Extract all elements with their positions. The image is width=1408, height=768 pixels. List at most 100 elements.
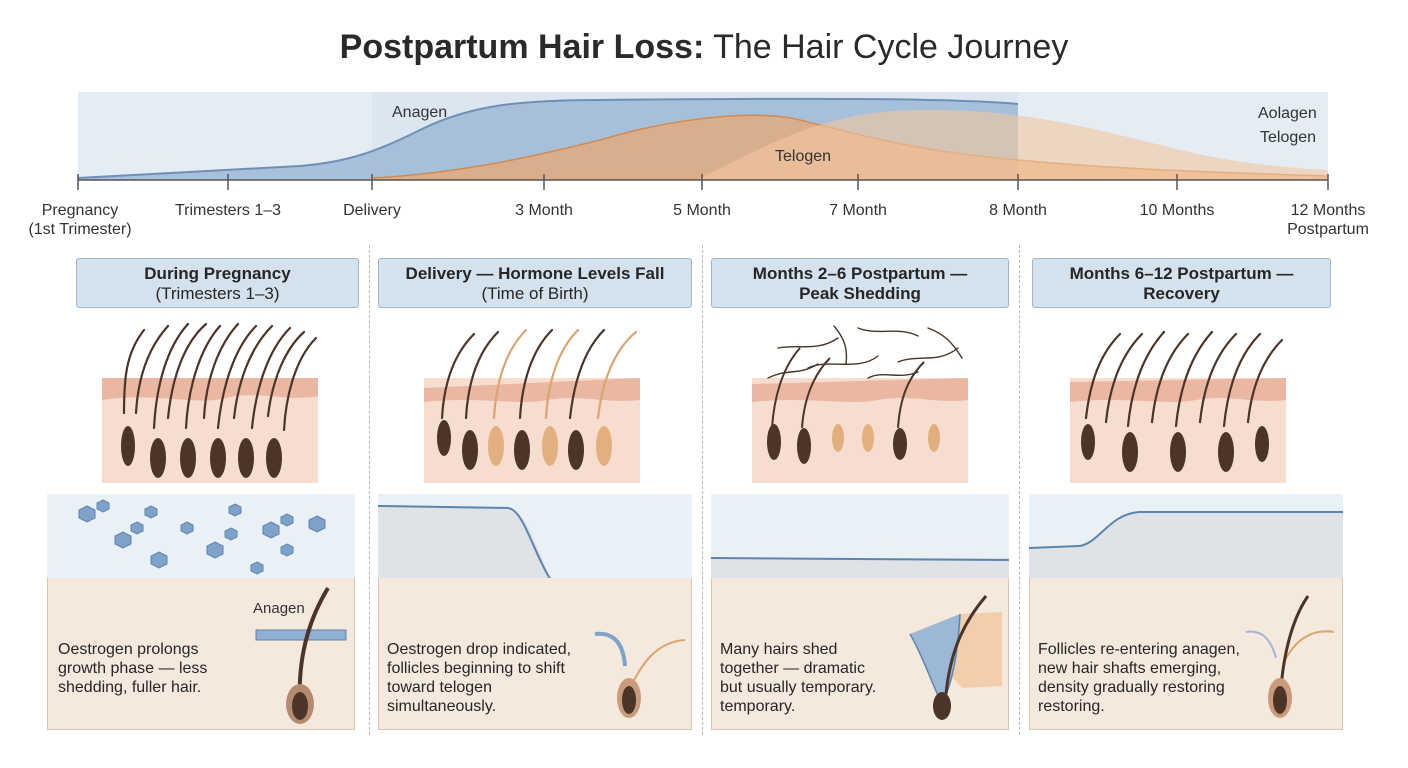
tick-label-delivery: Delivery bbox=[343, 202, 401, 219]
tick-label-5-month: 5 Month bbox=[673, 202, 731, 219]
legend-anagen-label: Aolagen bbox=[1258, 105, 1317, 122]
follicle-core bbox=[933, 692, 951, 720]
tick-label-8-month: 8 Month bbox=[989, 202, 1047, 219]
panel-separator bbox=[702, 245, 703, 735]
hormone-panel-recovery bbox=[1028, 494, 1343, 578]
description-line: Oestrogen drop indicated, bbox=[387, 641, 572, 658]
timeline-chart bbox=[77, 92, 1329, 190]
skin-surface bbox=[752, 378, 968, 402]
hormone-panel-delivery bbox=[377, 494, 693, 603]
description-line: temporary. bbox=[720, 698, 796, 715]
hormone-level-graph bbox=[1028, 511, 1343, 578]
anagen-follicle-illustration bbox=[255, 586, 347, 724]
skin-illustration-pregnancy bbox=[102, 322, 318, 483]
tick-label-10-months: 10 Months bbox=[1139, 202, 1215, 219]
tick-label-12-months: 12 Months Postpartum bbox=[1287, 202, 1369, 238]
tick-label-7-month: 7 Month bbox=[829, 202, 887, 219]
blue-shaft bbox=[594, 631, 627, 667]
description-line: Follicles re-entering anagen, bbox=[1038, 641, 1240, 658]
hormone-curve bbox=[710, 557, 1010, 561]
panel-title: Months 2–6 Postpartum — bbox=[752, 264, 968, 283]
panel-subtitle: (Trimesters 1–3) bbox=[155, 284, 280, 303]
panel-header-pregnancy: During Pregnancy (Trimesters 1–3) bbox=[76, 258, 359, 308]
panel-title: Months 6–12 Postpartum — bbox=[1069, 264, 1294, 283]
panel-description: Follicles re-entering anagen, new hair s… bbox=[1038, 640, 1240, 716]
panel-description: Oestrogen drop indicated, follicles begi… bbox=[387, 640, 571, 716]
description-line: toward telogen bbox=[387, 679, 492, 696]
tick-label-trimesters: Trimesters 1–3 bbox=[174, 202, 282, 219]
follicle-panel-shedding: Many hairs shed together — dramatic but … bbox=[711, 578, 1009, 730]
panel-subtitle: Recovery bbox=[1143, 284, 1220, 303]
skin-illustration-delivery bbox=[424, 328, 640, 483]
panel-header-delivery: Delivery — Hormone Levels Fall (Time of … bbox=[378, 258, 692, 308]
description-line: new hair shafts emerging, bbox=[1038, 660, 1222, 677]
skin-band bbox=[255, 629, 347, 641]
hair-bulbs bbox=[1081, 424, 1269, 472]
hormone-level-graph bbox=[377, 505, 693, 603]
oestrogen-molecules bbox=[78, 499, 326, 575]
description-line: follicles beginning to shift bbox=[387, 660, 565, 677]
legend-telogen-label: Telogen bbox=[1260, 129, 1317, 146]
description-line: restoring. bbox=[1038, 698, 1105, 715]
telogen-curve-label: Telogen bbox=[775, 148, 832, 165]
follicle-core bbox=[292, 692, 308, 720]
blue-shaft bbox=[1245, 630, 1277, 659]
follicle-panel-recovery: Follicles re-entering anagen, new hair s… bbox=[1029, 578, 1343, 730]
telogen-shaft bbox=[630, 639, 686, 687]
hormone-curve bbox=[1028, 511, 1343, 549]
description-line: density gradually restoring bbox=[1038, 679, 1225, 696]
timeline-ticks bbox=[77, 174, 1329, 190]
panel-header-recovery: Months 6–12 Postpartum — Recovery bbox=[1032, 258, 1331, 308]
hormone-level-graph bbox=[710, 557, 1010, 578]
title-bold: Postpartum Hair Loss: bbox=[339, 28, 705, 66]
follicle-core bbox=[1273, 686, 1287, 714]
anagen-curve-label: Anagen bbox=[392, 104, 448, 121]
panel-title: During Pregnancy bbox=[144, 264, 291, 283]
skin-illustration-shedding bbox=[752, 325, 968, 483]
hair-shafts bbox=[122, 322, 318, 432]
hormone-fill bbox=[711, 558, 1009, 578]
transitioning-follicle-illustration bbox=[594, 631, 686, 718]
skin-surface bbox=[424, 378, 640, 402]
description-line: growth phase — less bbox=[58, 660, 208, 677]
hair-bulbs bbox=[121, 426, 282, 478]
follicle-panel-delivery: Oestrogen drop indicated, follicles begi… bbox=[378, 578, 692, 730]
description-line: Oestrogen prolongs bbox=[58, 641, 199, 658]
telogen-second-area bbox=[700, 109, 1328, 180]
shed-hairs bbox=[767, 325, 963, 379]
description-line: together — dramatic bbox=[720, 660, 865, 677]
page-title: Postpartum Hair Loss: The Hair Cycle Jou… bbox=[0, 28, 1408, 67]
panel-title: Delivery — Hormone Levels Fall bbox=[405, 264, 665, 283]
hormone-fill bbox=[378, 506, 692, 602]
anagen-curve bbox=[77, 97, 1019, 179]
skin-illustration-recovery bbox=[1070, 330, 1286, 483]
new-shaft bbox=[1283, 630, 1335, 663]
hormone-panel-shedding bbox=[710, 494, 1010, 578]
title-rest: The Hair Cycle Journey bbox=[704, 28, 1069, 66]
follicle-core bbox=[622, 686, 636, 714]
reentering-follicle-illustration bbox=[1245, 595, 1335, 718]
panel-subtitle: Peak Shedding bbox=[799, 284, 921, 303]
tick-label-3-month: 3 Month bbox=[515, 202, 573, 219]
panel-separator bbox=[1019, 245, 1020, 735]
skin-surface bbox=[102, 378, 318, 401]
description-line: simultaneously. bbox=[387, 698, 497, 715]
panel-description: Many hairs shed together — dramatic but … bbox=[720, 640, 876, 716]
hair-shafts bbox=[440, 328, 638, 420]
description-line: shedding, fuller hair. bbox=[58, 679, 202, 696]
description-line: Many hairs shed bbox=[720, 641, 838, 658]
follicle-panel-pregnancy: Anagen Oestrogen prolongs growth phase —… bbox=[47, 578, 355, 730]
panel-header-peak-shedding: Months 2–6 Postpartum — Peak Shedding bbox=[711, 258, 1009, 308]
panel-subtitle: (Time of Birth) bbox=[481, 284, 589, 303]
description-line: but usually temporary. bbox=[720, 679, 877, 696]
hair-shaft bbox=[944, 595, 988, 695]
remaining-hairs bbox=[771, 347, 925, 429]
tick-label-pregnancy: Pregnancy (1st Trimester) bbox=[28, 202, 132, 238]
shedding-follicle-illustration bbox=[909, 595, 1002, 720]
hair-bulbs bbox=[437, 420, 612, 470]
hair-shafts bbox=[1084, 330, 1284, 428]
hair-bulbs bbox=[767, 424, 940, 464]
hormone-fill bbox=[1029, 512, 1343, 578]
panel-description: Oestrogen prolongs growth phase — less s… bbox=[58, 640, 207, 697]
hormone-panel-pregnancy bbox=[47, 494, 355, 578]
